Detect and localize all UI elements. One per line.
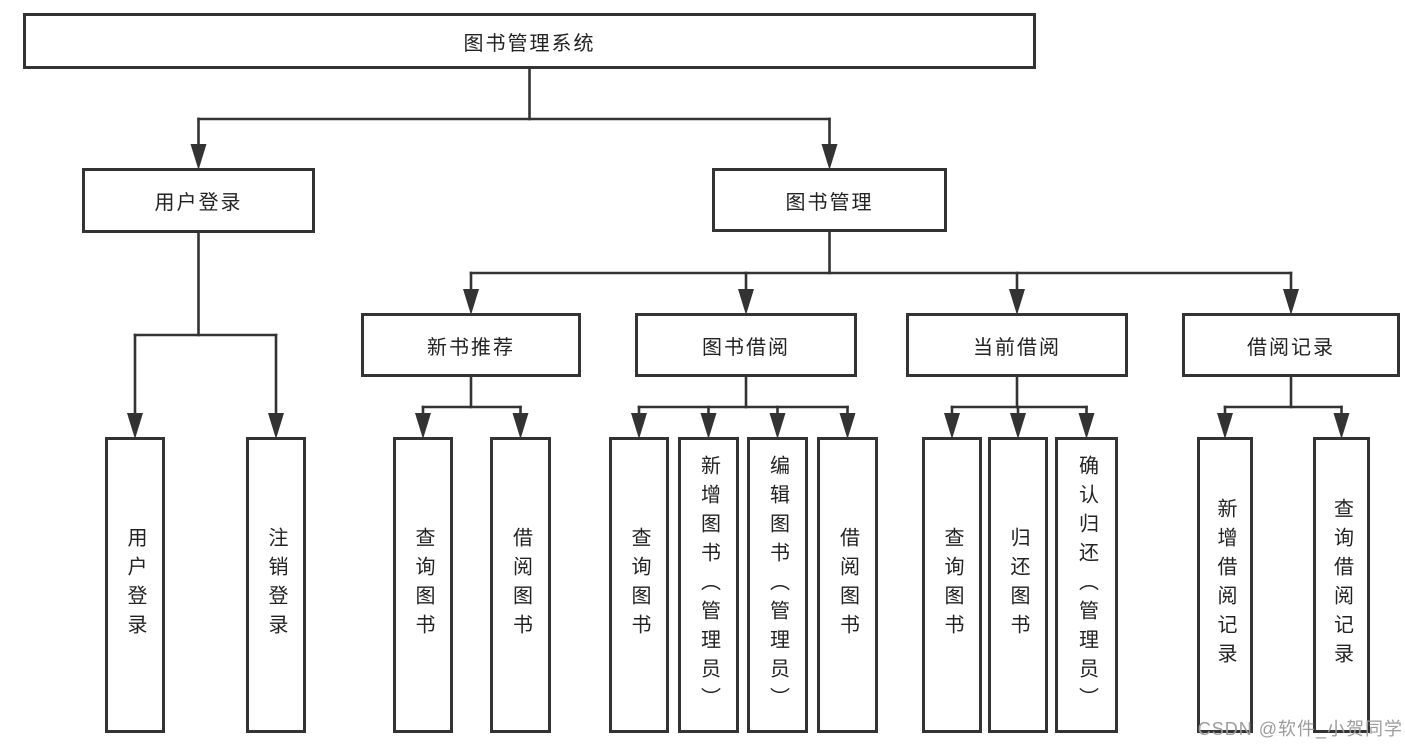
- arrowhead-icon: [631, 413, 647, 439]
- node-new-book-rec: 新书推荐: [361, 313, 581, 377]
- arrowhead-icon: [839, 413, 856, 439]
- node-leaf-query-book-borrow: 查询图书: [609, 437, 669, 733]
- node-user-login: 用户登录: [82, 168, 315, 233]
- arrowhead-icon: [268, 413, 284, 439]
- node-book-mgmt: 图书管理: [712, 168, 947, 232]
- node-leaf-add-borrow-record: 新增借阅记录: [1197, 437, 1253, 733]
- arrowhead-icon: [1078, 413, 1095, 439]
- arrowhead-icon: [415, 413, 431, 439]
- arrowhead-icon: [944, 413, 960, 439]
- node-label: 查询图书: [628, 527, 650, 643]
- node-borrow-records: 借阅记录: [1182, 313, 1400, 377]
- node-label: 当前借阅: [973, 336, 1061, 359]
- node-leaf-logout: 注销登录: [246, 437, 306, 733]
- node-label: 借阅图书: [509, 527, 532, 643]
- node-leaf-query-book-rec: 查询图书: [393, 437, 453, 733]
- node-current-borrow: 当前借阅: [906, 313, 1128, 377]
- node-label: 新增图书（管理员）: [697, 454, 720, 716]
- node-leaf-add-book: 新增图书（管理员）: [678, 437, 739, 733]
- arrowhead-icon: [738, 289, 754, 315]
- node-label: 查询图书: [412, 527, 434, 643]
- node-label: 编辑图书（管理员）: [766, 454, 789, 716]
- node-leaf-confirm-return: 确认归还（管理员）: [1055, 437, 1118, 733]
- node-label: 查询图书: [941, 527, 963, 643]
- node-label: 借阅图书: [836, 527, 859, 643]
- arrowhead-icon: [821, 144, 838, 170]
- arrowhead-icon: [700, 413, 717, 439]
- arrowhead-icon: [1333, 413, 1350, 439]
- node-label: 用户登录: [154, 192, 243, 214]
- arrowhead-icon: [769, 413, 786, 439]
- node-label: 新书推荐: [427, 336, 515, 359]
- node-leaf-edit-book: 编辑图书（管理员）: [747, 437, 808, 733]
- node-leaf-return-book: 归还图书: [988, 437, 1048, 733]
- arrowhead-icon: [190, 144, 207, 170]
- arrowhead-icon: [1010, 413, 1026, 439]
- node-book-borrow: 图书借阅: [635, 313, 857, 377]
- node-label: 注销登录: [265, 527, 287, 643]
- node-label: 借阅记录: [1247, 336, 1335, 359]
- arrowhead-icon: [512, 413, 529, 439]
- node-label: 查询借阅记录: [1330, 498, 1353, 672]
- node-label: 确认归还（管理员）: [1075, 454, 1098, 716]
- node-leaf-query-borrow-record: 查询借阅记录: [1313, 437, 1370, 733]
- node-label: 新增借阅记录: [1214, 498, 1236, 672]
- arrowhead-icon: [463, 289, 479, 315]
- node-root: 图书管理系统: [23, 13, 1036, 69]
- arrowhead-icon: [1217, 413, 1233, 439]
- arrowhead-icon: [127, 413, 143, 439]
- node-label: 归还图书: [1007, 527, 1029, 643]
- node-label: 图书管理系统: [463, 32, 596, 55]
- node-label: 图书借阅: [702, 336, 790, 359]
- watermark-text: CSDN @软件_小贺同学: [1197, 719, 1403, 739]
- arrowhead-icon: [1283, 289, 1299, 315]
- node-leaf-borrow-book: 借阅图书: [817, 437, 878, 733]
- node-label: 用户登录: [124, 527, 146, 643]
- arrowhead-icon: [1009, 289, 1025, 315]
- node-leaf-query-book-current: 查询图书: [922, 437, 982, 733]
- node-leaf-borrow-book-rec: 借阅图书: [490, 437, 551, 733]
- node-label: 图书管理: [785, 191, 874, 214]
- node-leaf-user-login: 用户登录: [105, 437, 165, 733]
